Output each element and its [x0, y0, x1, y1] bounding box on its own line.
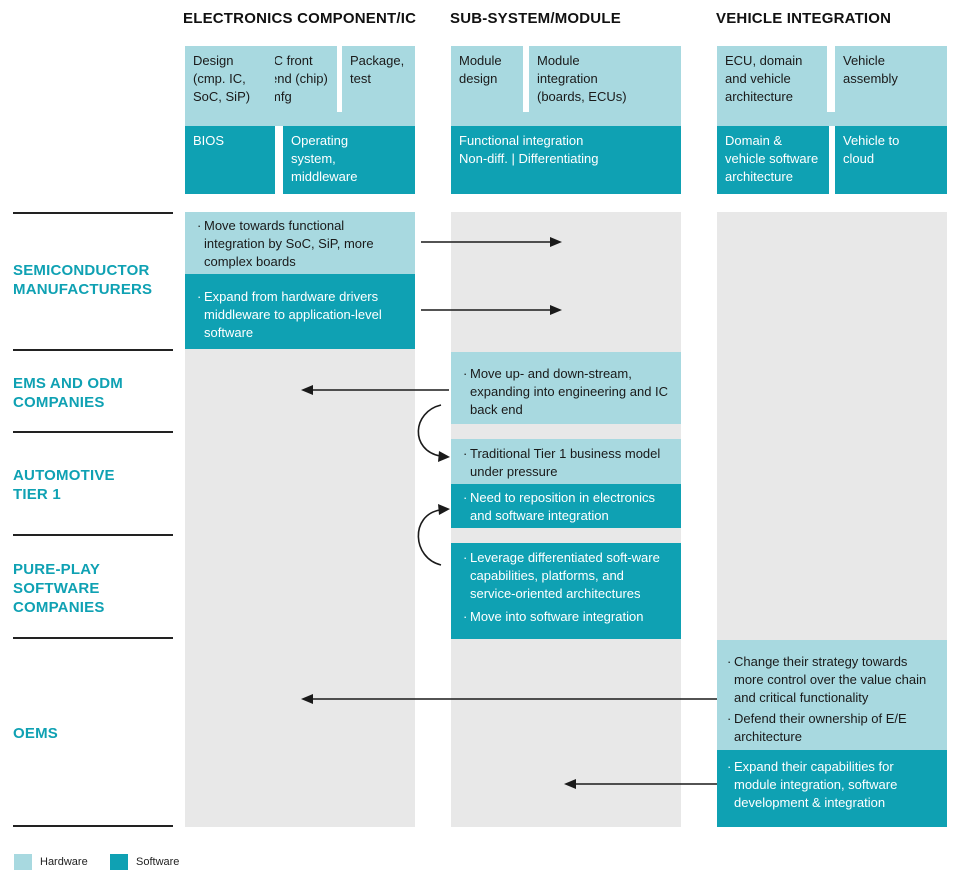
- row-divider: [13, 825, 173, 827]
- row-divider: [13, 534, 173, 536]
- note-text: Need to reposition in electronics and so…: [463, 489, 671, 525]
- legend-swatch-software: [110, 854, 128, 870]
- hardware-band: [451, 112, 681, 126]
- hardware-cell-design-label: Design (cmp. IC, SoC, SiP): [193, 53, 251, 104]
- row-label-oems: OEMS: [13, 725, 58, 742]
- note-oem-hardware: Change their strategy towards more contr…: [717, 640, 947, 750]
- hardware-cell-module-design: Module design: [451, 46, 523, 126]
- arrowhead: [438, 451, 450, 462]
- hardware-strip: [262, 46, 275, 126]
- hardware-band: [275, 112, 415, 126]
- column-header-electronics: ELECTRONICS COMPONENT/IC: [183, 10, 417, 27]
- legend-swatch-hardware: [14, 854, 32, 870]
- hardware-band: [717, 112, 947, 126]
- software-cell-domain-software: Domain & vehicle software architecture: [717, 126, 829, 194]
- note-text: Expand their capabilities for module int…: [727, 758, 937, 812]
- software-cell-functional-integration: Functional integration Non-diff. | Diffe…: [451, 126, 681, 194]
- row-label-tier1: AUTOMOTIVE TIER 1: [13, 467, 115, 503]
- hardware-cell-design: Design (cmp. IC, SoC, SiP): [185, 46, 275, 126]
- hardware-cell-ecu-architecture-label: ECU, domain and vehicle architecture: [725, 53, 803, 104]
- software-cell-bios-label: BIOS: [193, 133, 225, 148]
- curved-arrow-up: [417, 509, 442, 566]
- note-semiconductor-hardware: Move towards functional integration by S…: [185, 212, 415, 274]
- software-cell-domain-software-label: Domain & vehicle software architecture: [725, 133, 819, 184]
- hardware-cell-package-test-label: Package, test: [350, 53, 405, 86]
- note-semiconductor-software: Expand from hardware drivers middleware …: [185, 274, 415, 349]
- note-text: Move into software integration: [463, 608, 671, 626]
- hardware-cell-module-integration-label: Module integration (boards, ECUs): [537, 53, 627, 104]
- row-label-semiconductor: SEMICONDUCTOR MANUFACTURERS: [13, 262, 153, 298]
- note-text: Leverage differentiated soft-ware capabi…: [463, 549, 671, 603]
- column-header-subsystem: SUB-SYSTEM/MODULE: [450, 10, 621, 27]
- row-divider: [13, 212, 173, 214]
- software-cell-functional-integration-label: Functional integration Non-diff. | Diffe…: [459, 133, 599, 166]
- legend-label-software: Software: [136, 856, 180, 868]
- note-text: Expand from hardware drivers middleware …: [197, 288, 405, 342]
- row-label-pure-play-software: PURE-PLAY SOFTWARE COMPANIES: [13, 561, 105, 616]
- hardware-cell-vehicle-assembly-label: Vehicle assembly: [843, 53, 898, 86]
- note-ems-odm-hardware: Move up- and down-stream, expanding into…: [451, 352, 681, 424]
- legend-label-hardware: Hardware: [40, 856, 88, 868]
- note-text: Move towards functional integration by S…: [197, 217, 405, 271]
- arrowhead: [438, 504, 450, 515]
- note-text: Move up- and down-stream, expanding into…: [463, 365, 671, 419]
- software-cell-operating-system: Operating system, middleware: [283, 126, 415, 194]
- note-tier1-hardware: Traditional Tier 1 business model under …: [451, 439, 681, 484]
- row-label-ems-odm: EMS AND ODM COMPANIES: [13, 375, 123, 411]
- note-pure-play-software: Leverage differentiated soft-ware capabi…: [451, 543, 681, 639]
- software-cell-vehicle-to-cloud-label: Vehicle to cloud: [843, 133, 900, 166]
- curved-arrow-down: [417, 404, 442, 457]
- column-header-vehicle: VEHICLE INTEGRATION: [716, 10, 892, 27]
- software-cell-bios: BIOS: [185, 126, 275, 194]
- row-divider: [13, 431, 173, 433]
- software-cell-operating-system-label: Operating system, middleware: [291, 133, 358, 184]
- note-tier1-software: Need to reposition in electronics and so…: [451, 484, 681, 528]
- note-oem-software: Expand their capabilities for module int…: [717, 750, 947, 827]
- row-divider: [13, 349, 173, 351]
- row-divider: [13, 637, 173, 639]
- note-text: Traditional Tier 1 business model under …: [463, 445, 671, 481]
- hardware-cell-module-design-label: Module design: [459, 53, 502, 86]
- note-text: Change their strategy towards more contr…: [727, 653, 937, 707]
- software-cell-vehicle-to-cloud: Vehicle to cloud: [835, 126, 947, 194]
- note-text: Defend their ownership of E/E architectu…: [727, 710, 937, 746]
